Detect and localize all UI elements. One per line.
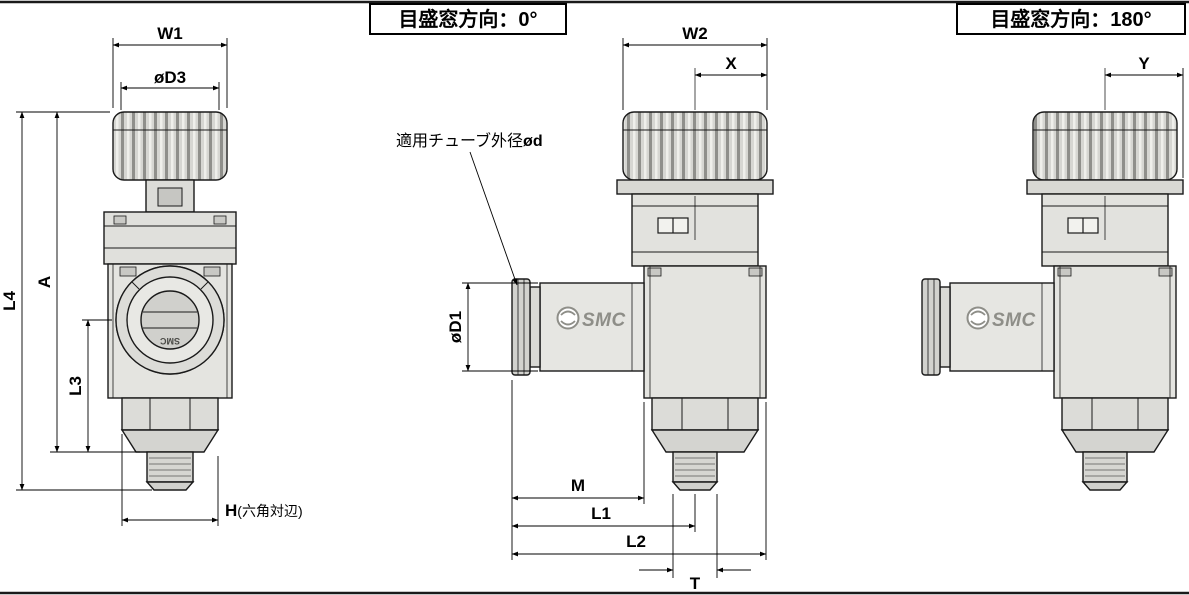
- dim-l2: L2: [626, 532, 646, 551]
- smc-logo-swirl-top: [560, 310, 576, 316]
- front-stud: [146, 451, 194, 483]
- smc-logo-swirl-top: [970, 310, 986, 316]
- side180-dimension-lines: [1104, 68, 1184, 240]
- side0-hex-chamfer: [650, 429, 760, 453]
- front-stud-chamfer: [145, 481, 195, 491]
- front-hex-chamfer: [120, 429, 220, 453]
- dim-d3: øD3: [154, 68, 186, 87]
- front-dial-center: [140, 290, 200, 350]
- side180-knob: [1032, 111, 1178, 181]
- side0-tube-cap: [511, 278, 531, 376]
- dim-l3: L3: [66, 376, 85, 396]
- side0-knob: [622, 111, 768, 181]
- front-body-port-left: [119, 266, 137, 277]
- dim-a: A: [35, 276, 54, 288]
- side180-smc-logo-text: SMC: [992, 310, 1036, 331]
- front-view: SMC W1 øD3 L4 A L3 H(六角対辺): [0, 24, 303, 526]
- side0-hex-nut: [651, 397, 759, 431]
- dim-l4: L4: [0, 291, 19, 311]
- window-direction-0-box: [369, 3, 567, 35]
- tube-note-bold: ød: [523, 133, 543, 150]
- front-hex-nut: [121, 397, 219, 431]
- front-shoulder-notch-left: [113, 215, 127, 225]
- dim-t: T: [690, 574, 701, 593]
- side180-hex-nut: [1061, 397, 1169, 431]
- side180-stud-chamfer: [1081, 481, 1129, 491]
- side180-stud: [1082, 451, 1128, 483]
- front-part: [103, 111, 237, 491]
- side180-smc-logo: SMC: [966, 306, 1036, 331]
- front-dial-tick-ne: [200, 281, 209, 290]
- front-body-port-right: [203, 266, 221, 277]
- side0-tube-ring: [529, 286, 541, 368]
- dim-x: X: [725, 54, 737, 73]
- side0-body-notch-right: [748, 267, 763, 277]
- dim-w1: W1: [157, 24, 183, 43]
- side180-body: [1053, 265, 1177, 399]
- side0-cylinder: [539, 282, 645, 372]
- dim-h-note: (六角対辺): [237, 503, 302, 519]
- front-knob: [112, 111, 228, 181]
- dim-h-letter: H: [225, 501, 237, 520]
- side-view-180: 目盛窓方向：180°: [921, 3, 1186, 491]
- dim-m: M: [571, 476, 585, 495]
- dim-y: Y: [1138, 54, 1150, 73]
- smc-logo-swirl-bottom: [560, 320, 576, 326]
- tube-note: 適用チューブ外径ød: [396, 131, 543, 150]
- smc-logo-swirl-bottom: [970, 320, 986, 326]
- side180-part: [921, 111, 1184, 491]
- side0-stud: [672, 451, 718, 483]
- tube-note-leader: [469, 151, 518, 286]
- front-dial-logo: SMC: [160, 336, 181, 346]
- window-direction-0-label: 目盛窓方向：0°: [398, 7, 537, 31]
- side180-body-notch-right: [1158, 267, 1173, 277]
- tube-note-prefix: 適用チューブ外径: [396, 131, 523, 150]
- side-view-0: 目盛窓方向：0°: [369, 3, 774, 593]
- front-neck-detail: [157, 187, 183, 207]
- side180-body-notch-left: [1057, 267, 1072, 277]
- side0-smc-logo: SMC: [556, 306, 626, 331]
- dim-d1: øD1: [446, 311, 465, 343]
- front-dimension-lines: [16, 38, 228, 526]
- side0-part: [511, 111, 774, 491]
- side180-tube-ring: [939, 286, 951, 368]
- side0-dimension-lines: [462, 38, 768, 578]
- window-direction-180-label: 目盛窓方向：180°: [990, 7, 1151, 31]
- dim-h: H(六角対辺): [225, 501, 303, 520]
- side0-smc-logo-text: SMC: [582, 310, 626, 331]
- side0-stud-chamfer: [671, 481, 719, 491]
- window-direction-180-box: [956, 3, 1186, 35]
- front-dial-tick-nw: [131, 281, 140, 290]
- side0-body: [643, 265, 767, 399]
- front-shoulder-notch-right: [213, 215, 227, 225]
- dim-w2: W2: [682, 24, 708, 43]
- side0-flange: [616, 179, 774, 195]
- dim-l1: L1: [591, 504, 611, 523]
- side180-flange: [1026, 179, 1184, 195]
- side180-hex-chamfer: [1060, 429, 1170, 453]
- side0-body-notch-left: [647, 267, 662, 277]
- side180-cylinder: [949, 282, 1055, 372]
- side180-tube-cap: [921, 278, 941, 376]
